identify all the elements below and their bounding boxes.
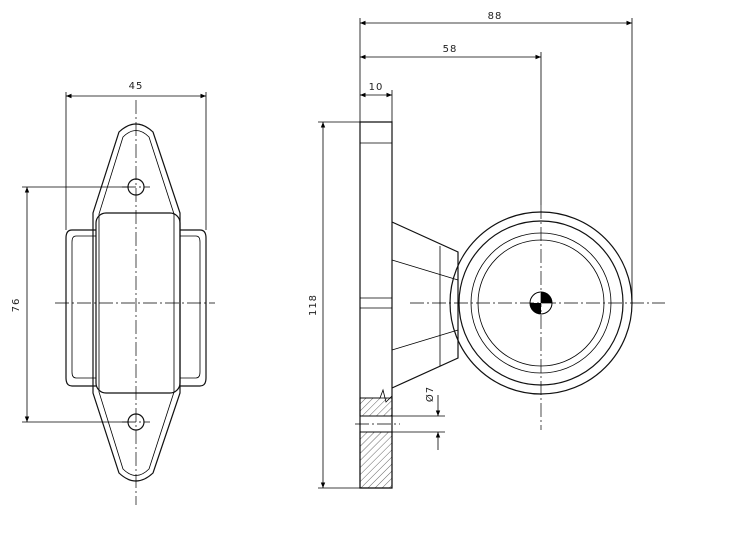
- side-height-label: 118: [308, 294, 319, 316]
- side-section-lower: [359, 431, 393, 489]
- side-dimension-thickness: 10: [359, 18, 393, 122]
- front-dimension-hole-spacing: 76: [11, 186, 128, 423]
- front-view: [55, 100, 215, 505]
- side-dimension-height: 118: [308, 121, 360, 489]
- side-to-center-label: 58: [443, 44, 458, 55]
- side-arm: [391, 221, 459, 389]
- side-view: [355, 121, 665, 489]
- front-dimension-width: 45: [65, 81, 207, 230]
- side-dimension-to-center: 58: [360, 44, 542, 205]
- front-plate-outline: [92, 123, 181, 482]
- front-plate-inner-outline: [98, 130, 175, 476]
- front-bulge-left-inner: [71, 235, 96, 379]
- side-thickness-label: 10: [369, 82, 384, 93]
- front-hole-spacing-label: 76: [11, 298, 22, 313]
- front-bulge-right-inner: [180, 235, 201, 379]
- side-hole-diameter-label: Ø7: [424, 386, 436, 402]
- front-bulge-left: [65, 229, 96, 387]
- side-total-depth-label: 88: [488, 11, 503, 22]
- side-section-upper: [359, 397, 393, 417]
- front-bulge-right: [180, 229, 207, 387]
- front-width-label: 45: [129, 81, 144, 92]
- side-dimension-total-depth: 88: [360, 11, 633, 300]
- side-dimension-hole-diameter: Ø7: [392, 386, 445, 450]
